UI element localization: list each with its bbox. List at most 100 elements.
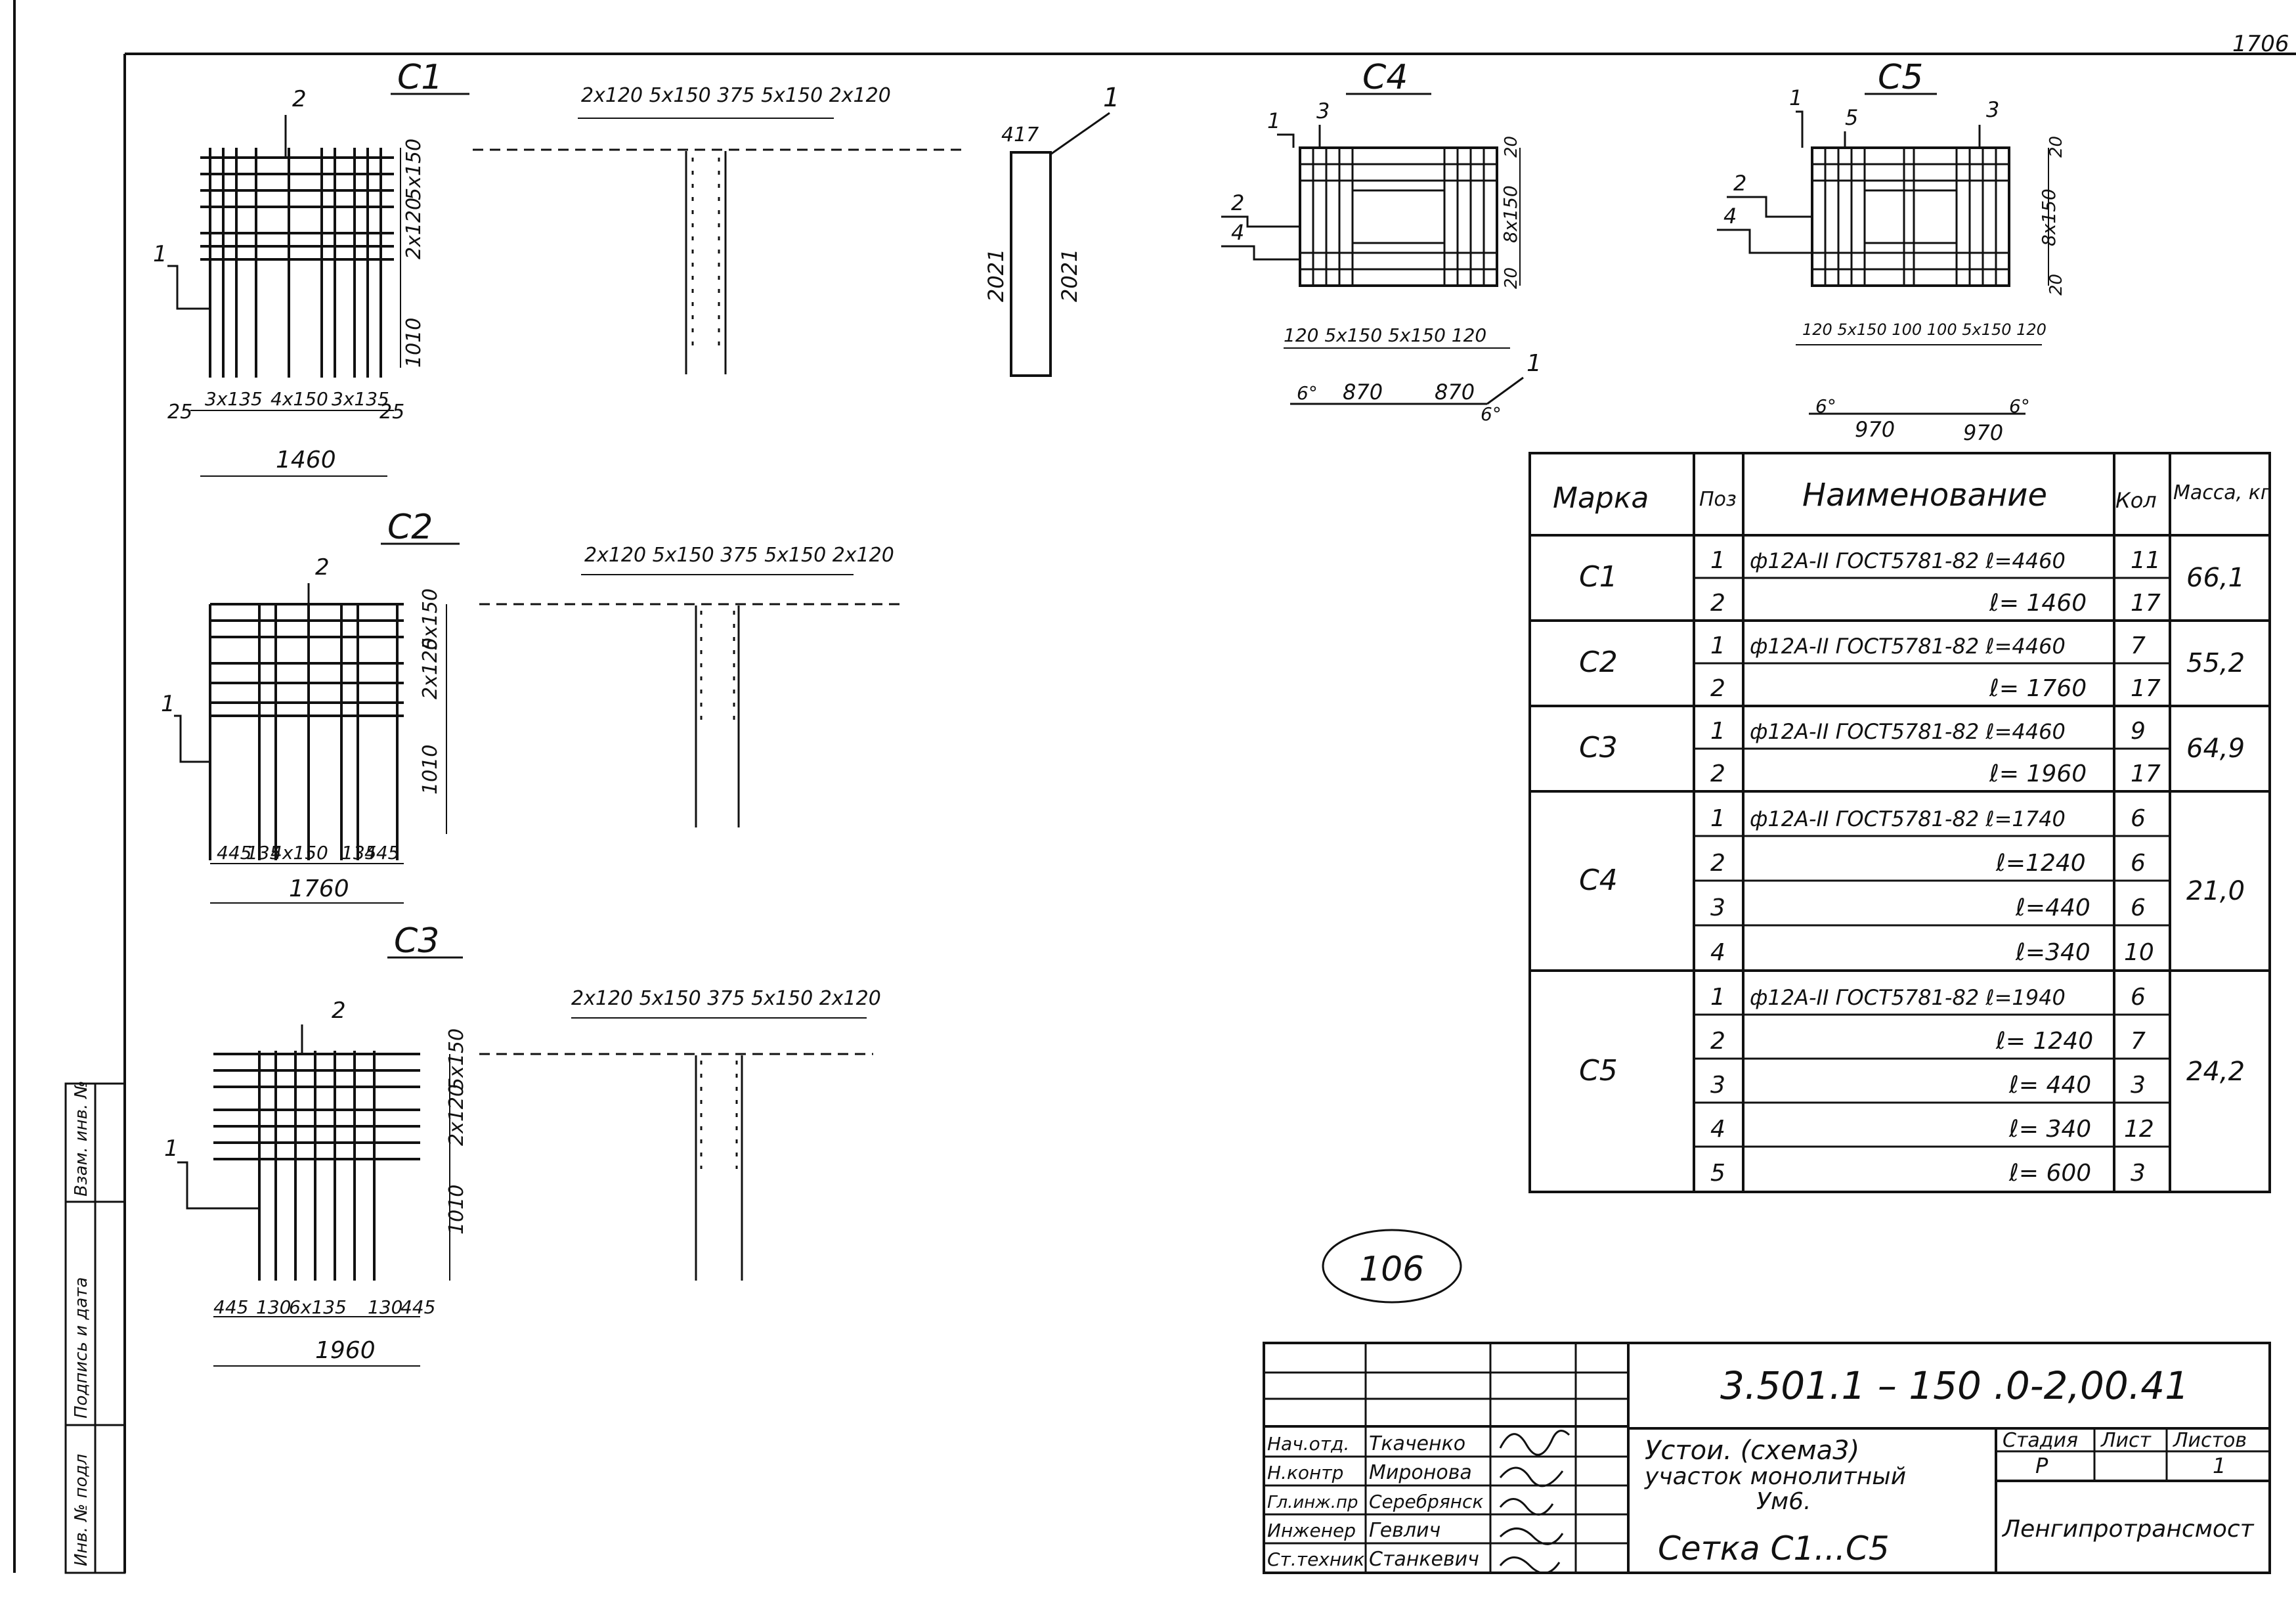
svg-text:25: 25 xyxy=(167,401,192,424)
svg-text:2х120: 2х120 xyxy=(402,198,425,259)
svg-text:17: 17 xyxy=(2131,760,2161,787)
signatures xyxy=(1499,1430,1570,1574)
svg-text:5: 5 xyxy=(1845,105,1858,130)
margin-label-inv-no: Инв. № подл xyxy=(72,1454,91,1566)
svg-text:20: 20 xyxy=(2047,274,2066,296)
header-name: Наименование xyxy=(1802,477,2047,514)
svg-text:1010: 1010 xyxy=(445,1185,468,1235)
svg-text:1: 1 xyxy=(1103,83,1119,113)
svg-text:С1: С1 xyxy=(1579,560,1618,594)
svg-text:2: 2 xyxy=(1710,760,1725,787)
svg-text:С3: С3 xyxy=(1579,731,1618,764)
svg-text:3: 3 xyxy=(2131,1072,2146,1099)
svg-text:7: 7 xyxy=(2131,632,2146,659)
svg-text:6°: 6° xyxy=(1815,395,1836,417)
svg-text:2: 2 xyxy=(315,554,330,581)
header-pos: Поз xyxy=(1699,488,1737,511)
svg-text:ℓ=440: ℓ=440 xyxy=(2015,894,2090,921)
svg-text:1: 1 xyxy=(1267,108,1280,133)
svg-text:Гл.инж.пр: Гл.инж.пр xyxy=(1267,1493,1358,1512)
svg-text:1: 1 xyxy=(1710,805,1725,832)
svg-text:Станкевич: Станкевич xyxy=(1369,1548,1479,1571)
header-qty: Кол xyxy=(2115,488,2157,513)
svg-text:2: 2 xyxy=(1710,1028,1725,1055)
svg-text:3: 3 xyxy=(1710,894,1725,921)
svg-text:130: 130 xyxy=(368,1296,402,1318)
svg-text:5х150: 5х150 xyxy=(402,139,425,200)
svg-text:120 5х150 100 100 5х150 120: 120 5х150 100 100 5х150 120 xyxy=(1802,320,2047,339)
svg-text:445: 445 xyxy=(364,842,399,864)
organization: Ленгипротрансмост xyxy=(2001,1516,2255,1543)
svg-text:9: 9 xyxy=(2131,718,2146,745)
svg-text:2: 2 xyxy=(1710,850,1725,877)
svg-text:1760: 1760 xyxy=(289,875,349,902)
svg-text:ф12А-II ГОСТ5781-82 ℓ=4460: ф12А-II ГОСТ5781-82 ℓ=4460 xyxy=(1750,719,2066,744)
svg-text:10: 10 xyxy=(2124,939,2154,966)
svg-text:Инженер: Инженер xyxy=(1267,1520,1356,1541)
svg-text:6°: 6° xyxy=(2009,395,2030,417)
svg-text:ℓ= 1960: ℓ= 1960 xyxy=(1989,760,2087,787)
svg-text:Ткаченко: Ткаченко xyxy=(1369,1432,1465,1455)
svg-text:3: 3 xyxy=(1710,1072,1725,1099)
svg-text:2: 2 xyxy=(332,998,346,1024)
svg-text:2: 2 xyxy=(1733,171,1746,196)
svg-text:Устои. (схема3): Устои. (схема3) xyxy=(1645,1436,1859,1466)
svg-text:6°: 6° xyxy=(1481,403,1502,425)
svg-text:4: 4 xyxy=(1710,1116,1725,1143)
spec-table: Марка Поз Наименование Кол Масса, кг С1 … xyxy=(1528,452,2271,1193)
svg-text:2021: 2021 xyxy=(984,249,1008,302)
sheet-corner-number: 1706 xyxy=(2232,31,2289,57)
svg-text:1: 1 xyxy=(1527,350,1542,377)
svg-text:5: 5 xyxy=(1710,1160,1725,1187)
svg-text:участок монолитный: участок монолитный xyxy=(1644,1463,1906,1490)
svg-text:Н.контр: Н.контр xyxy=(1267,1462,1343,1484)
svg-text:970: 970 xyxy=(1963,420,2003,445)
svg-text:Ум6.: Ум6. xyxy=(1756,1488,1811,1515)
svg-text:ℓ= 340: ℓ= 340 xyxy=(2008,1116,2091,1143)
svg-text:2021: 2021 xyxy=(1057,249,1082,302)
svg-text:2: 2 xyxy=(1710,590,1725,617)
doc-code: 3.501.1 – 150 .0-2,00.41 xyxy=(1720,1363,2189,1408)
svg-text:Листов: Листов xyxy=(2173,1429,2247,1452)
svg-text:417: 417 xyxy=(1001,123,1039,146)
svg-text:1: 1 xyxy=(1710,984,1725,1011)
mesh-c3: С3 2 1 1010 2х120 5х150 445 130 6х135 13… xyxy=(164,921,881,1367)
svg-text:2х120: 2х120 xyxy=(419,638,442,699)
svg-text:ℓ= 440: ℓ= 440 xyxy=(2008,1072,2091,1099)
svg-text:20: 20 xyxy=(2047,136,2066,158)
svg-text:6: 6 xyxy=(2131,805,2146,832)
svg-text:2: 2 xyxy=(292,86,307,112)
svg-text:4: 4 xyxy=(1710,939,1725,966)
stamp-circle: 106 xyxy=(1322,1229,1462,1304)
svg-text:2: 2 xyxy=(1231,190,1244,215)
svg-text:1: 1 xyxy=(153,241,167,267)
svg-text:3: 3 xyxy=(1316,99,1330,123)
svg-text:Нач.отд.: Нач.отд. xyxy=(1267,1433,1349,1455)
c1-mesh-horizontal-bars xyxy=(200,156,394,261)
svg-text:2х120 5х150 375 5х150 2х120: 2х120 5х150 375 5х150 2х120 xyxy=(581,84,891,107)
title-block: 3.501.1 – 150 .0-2,00.41 Нач.отд. Н.конт… xyxy=(1263,1342,2271,1574)
c1-title: С1 xyxy=(397,58,443,97)
header-mark: Марка xyxy=(1553,481,1649,515)
svg-text:3х135: 3х135 xyxy=(205,388,263,410)
svg-text:Р: Р xyxy=(2035,1453,2048,1478)
svg-text:ℓ=340: ℓ=340 xyxy=(2015,939,2090,966)
svg-text:120 5х150 5х150 120: 120 5х150 5х150 120 xyxy=(1284,324,1486,346)
svg-text:6: 6 xyxy=(2131,894,2146,921)
svg-text:2х120 5х150 375 5х150 2х120: 2х120 5х150 375 5х150 2х120 xyxy=(571,987,881,1010)
svg-text:3х135: 3х135 xyxy=(332,388,389,410)
svg-text:11: 11 xyxy=(2131,547,2161,574)
left-margin-block: Инв. № подл Подпись и дата Взам. инв. № xyxy=(64,1080,126,1574)
svg-text:445: 445 xyxy=(401,1296,435,1318)
mesh-c5: С5 1 5 3 2 4 20 8х150 20 120 5х150 100 1… xyxy=(1717,58,2066,445)
svg-text:135: 135 xyxy=(341,842,376,864)
svg-text:1: 1 xyxy=(164,1135,179,1162)
svg-text:2: 2 xyxy=(1710,675,1725,702)
svg-text:Ст.техник: Ст.техник xyxy=(1267,1549,1364,1570)
svg-text:21,0: 21,0 xyxy=(2186,876,2245,906)
svg-text:4х150: 4х150 xyxy=(271,842,328,864)
svg-text:ℓ= 1760: ℓ= 1760 xyxy=(1989,675,2087,702)
svg-text:Гевлич: Гевлич xyxy=(1369,1519,1440,1542)
svg-text:4: 4 xyxy=(1231,220,1244,245)
